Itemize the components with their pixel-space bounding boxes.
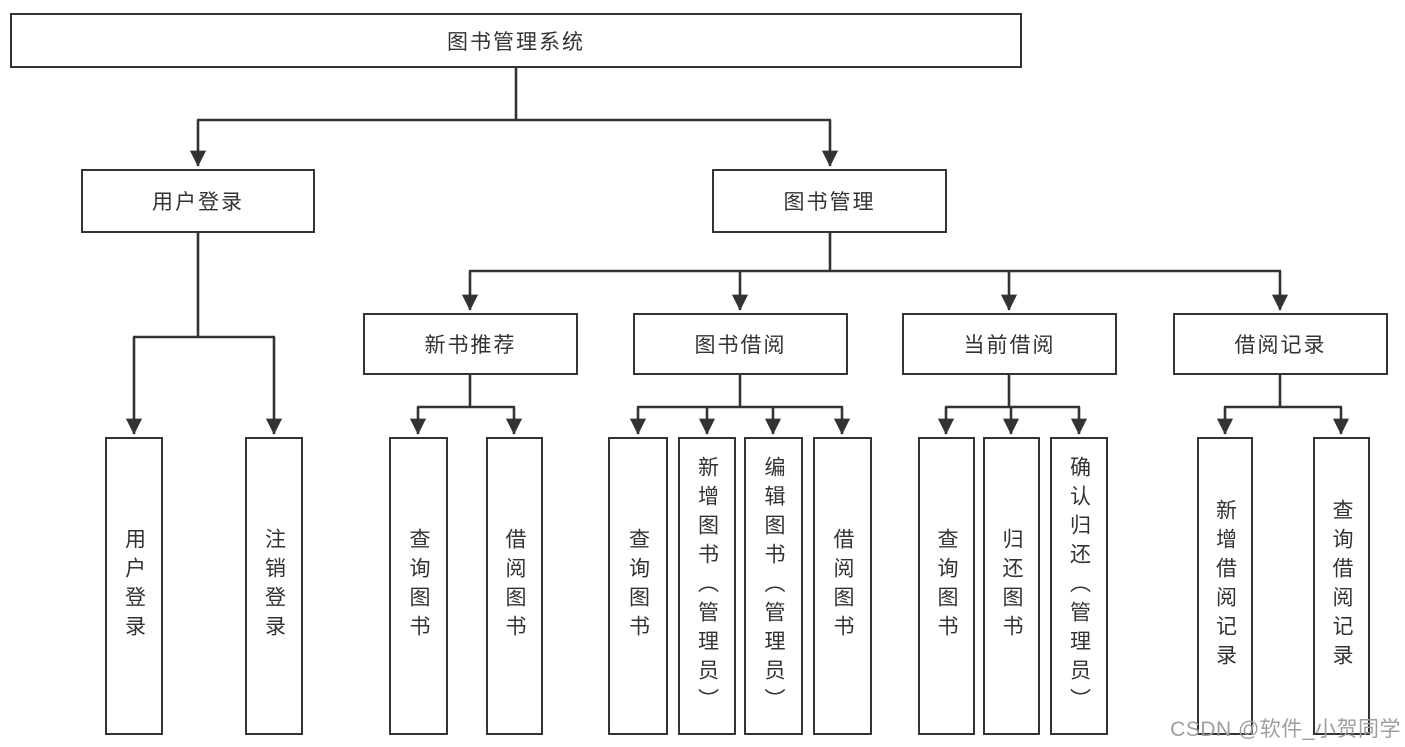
leaf-query-books-2: 查询图书 xyxy=(608,437,668,735)
leaf-user-login-label: 用户登录 xyxy=(122,528,146,644)
leaf-edit-book-admin-label: 编辑图书（管理员） xyxy=(762,455,785,717)
leaf-return-book-label: 归还图书 xyxy=(1000,528,1023,644)
leaf-return-book: 归还图书 xyxy=(983,437,1040,735)
node-book-borrow-label: 图书借阅 xyxy=(694,334,787,357)
node-user-login-module-label: 用户登录 xyxy=(152,191,244,214)
node-new-book-recommend: 新书推荐 xyxy=(363,313,578,375)
leaf-query-borrow-record: 查询借阅记录 xyxy=(1313,437,1370,735)
node-book-borrow: 图书借阅 xyxy=(633,313,848,375)
leaf-edit-book-admin: 编辑图书（管理员） xyxy=(744,437,803,735)
csdn-watermark: CSDN @软件_小贺同学 xyxy=(1170,718,1401,741)
leaf-borrow-books-2-label: 借阅图书 xyxy=(831,528,854,644)
node-root: 图书管理系统 xyxy=(10,13,1022,68)
node-root-label: 图书管理系统 xyxy=(447,30,585,54)
leaf-logout-label: 注销登录 xyxy=(262,528,286,644)
leaf-query-books-1: 查询图书 xyxy=(389,437,448,735)
leaf-add-book-admin-label: 新增图书（管理员） xyxy=(695,455,719,717)
leaf-add-book-admin: 新增图书（管理员） xyxy=(678,437,736,735)
leaf-confirm-return-admin-label: 确认归还（管理员） xyxy=(1067,455,1091,717)
node-current-borrow-label: 当前借阅 xyxy=(963,334,1056,357)
leaf-confirm-return-admin: 确认归还（管理员） xyxy=(1050,437,1108,735)
leaf-query-books-2-label: 查询图书 xyxy=(626,528,650,644)
node-user-login-module: 用户登录 xyxy=(81,169,315,233)
leaf-query-borrow-record-label: 查询借阅记录 xyxy=(1330,499,1353,673)
node-borrow-records: 借阅记录 xyxy=(1173,313,1388,375)
node-book-management-label: 图书管理 xyxy=(783,191,876,214)
leaf-borrow-books-1-label: 借阅图书 xyxy=(503,528,526,644)
leaf-query-books-3-label: 查询图书 xyxy=(935,528,958,644)
leaf-query-books-1-label: 查询图书 xyxy=(407,528,430,644)
leaf-borrow-books-2: 借阅图书 xyxy=(813,437,872,735)
leaf-logout: 注销登录 xyxy=(245,437,303,735)
node-borrow-records-label: 借阅记录 xyxy=(1234,334,1327,357)
node-current-borrow: 当前借阅 xyxy=(902,313,1117,375)
leaf-user-login: 用户登录 xyxy=(105,437,163,735)
node-book-management: 图书管理 xyxy=(712,169,947,233)
leaf-add-borrow-record: 新增借阅记录 xyxy=(1197,437,1253,735)
leaf-borrow-books-1: 借阅图书 xyxy=(486,437,543,735)
leaf-query-books-3: 查询图书 xyxy=(918,437,975,735)
node-new-book-recommend-label: 新书推荐 xyxy=(424,334,517,357)
leaf-add-borrow-record-label: 新增借阅记录 xyxy=(1213,499,1237,673)
